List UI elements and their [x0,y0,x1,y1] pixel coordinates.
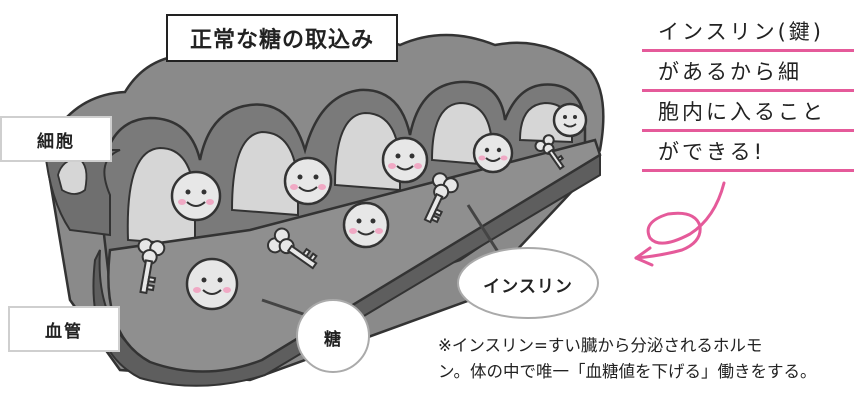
key-icon [534,134,565,171]
cell-label: 細胞 [0,116,112,162]
insulin-bubble-label: インスリン [483,277,573,297]
key-icon [137,238,166,295]
footnote-line-1: ※インスリン=すい臓から分泌されるホルモ [438,336,763,355]
page-title: 正常な糖の取込み [166,14,398,62]
sugar-faces [170,102,588,311]
sugar-face [552,102,588,138]
sugar-face [283,156,333,206]
key-icon [267,227,318,270]
sugar-bubble [261,298,370,373]
note-line: 胞内に入ること [642,92,854,132]
footnote: ※インスリン=すい臓から分泌されるホルモ ン。体の中で唯一「血糖値を下げる」働き… [438,333,863,385]
pink-arrow-icon [634,181,726,267]
note-line: インスリン(鍵) [642,12,854,52]
insulin-bubble [457,204,599,319]
sugar-bubble-label: 糖 [324,330,342,350]
note-line: ができる! [642,132,854,172]
sugar-face [170,170,222,222]
vessel-label: 血管 [8,306,120,352]
sugar-face [342,201,390,249]
insulin-note: インスリン(鍵) があるから細 胞内に入ること ができる! [642,12,854,172]
key-icon [423,172,459,224]
note-line: があるから細 [642,52,854,92]
sugar-face [185,257,239,311]
insulin-keys [137,134,565,295]
footnote-line-2: ン。体の中で唯一「血糖値を下げる」働きをする。 [438,362,817,381]
sugar-face [472,132,514,174]
sugar-face [381,136,429,184]
